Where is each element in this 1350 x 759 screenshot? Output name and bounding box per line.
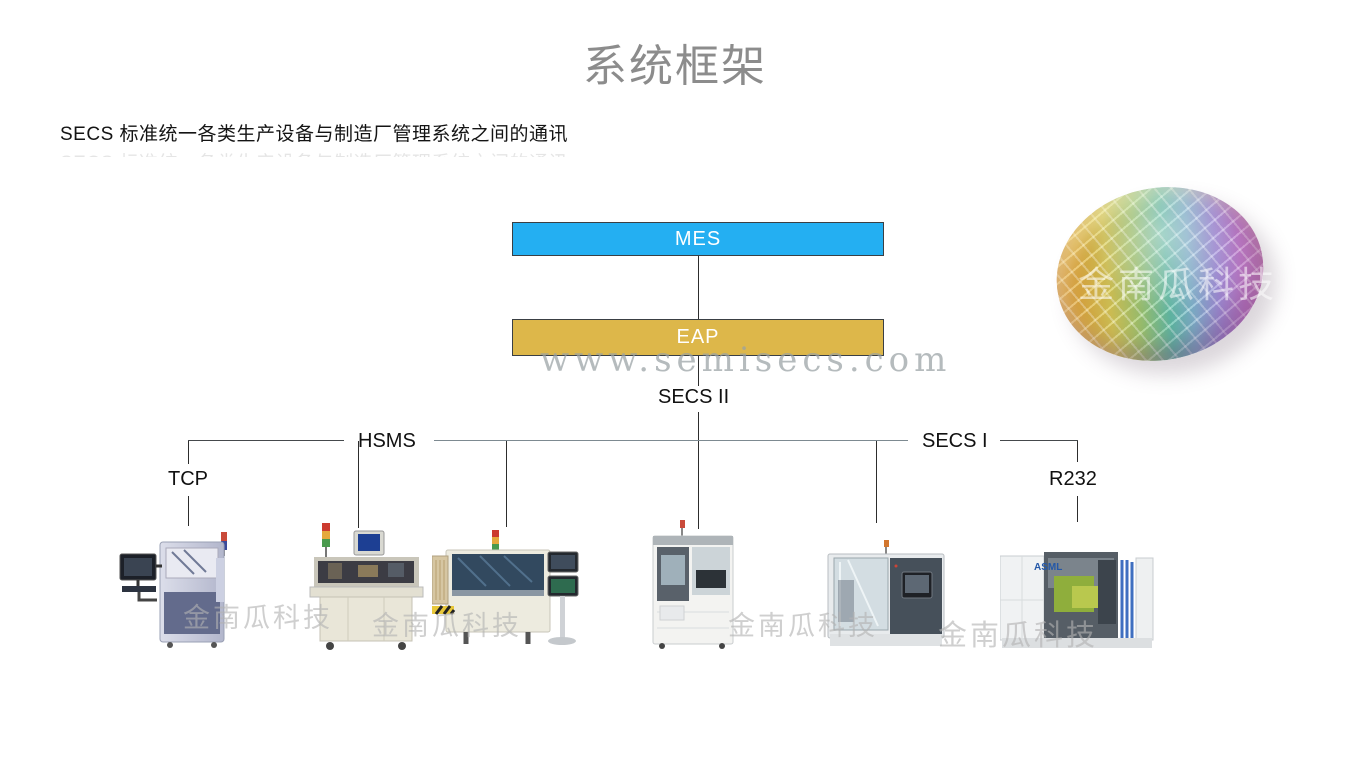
eap-label: EAP [676, 326, 720, 348]
label-tcp: TCP [168, 468, 208, 490]
equipment-photo-5 [826, 540, 946, 657]
connector-bus-r232 [1077, 441, 1078, 462]
prober-machine-icon [827, 540, 945, 646]
connector-eap-secs2 [698, 356, 699, 386]
connector-bus-equipment2 [358, 441, 359, 528]
connector-bus-equipment3 [506, 441, 507, 527]
connector-bus-tcp [188, 441, 189, 464]
equipment-photo-4 [650, 520, 736, 655]
handler-machine-icon [431, 530, 579, 645]
label-r232: R232 [1049, 468, 1097, 490]
wafer-brand-watermark: 金南瓜科技 [1078, 264, 1279, 305]
brand-watermark-4: 金南瓜科技 [938, 620, 1099, 652]
bus-line-middle [434, 440, 908, 441]
brand-watermark-2: 金南瓜科技 [372, 611, 522, 641]
connector-bus-equipment4 [698, 441, 699, 529]
connector-r232-equipment6 [1077, 496, 1078, 522]
equipment-photo-1 [118, 532, 265, 657]
mes-box: MES [512, 222, 884, 256]
equipment-photo-2 [308, 523, 425, 658]
bus-line-left [188, 440, 344, 441]
asml-logo: ASML [1034, 562, 1062, 573]
connector-mes-eap [698, 256, 699, 319]
label-secs2: SECS II [658, 386, 730, 408]
brand-watermark-3: 金南瓜科技 [728, 611, 878, 641]
bonder-machine-icon [309, 523, 424, 650]
metrology-cabinet-icon [652, 520, 734, 649]
page-title: 系统框架 [583, 42, 767, 91]
mes-label: MES [674, 227, 722, 250]
connector-bus-equipment5 [876, 441, 877, 523]
inspection-machine-icon [119, 532, 227, 648]
lithography-machine-icon: ASML [999, 552, 1154, 648]
connector-secs2-bus [698, 412, 699, 441]
bus-line-right [1000, 440, 1078, 441]
subtitle-text: SECS 标准统一各类生产设备与制造厂管理系统之间的通讯 [60, 124, 569, 145]
eap-box: EAP [512, 319, 884, 356]
label-secs1: SECS I [922, 430, 988, 452]
brand-watermark-1: 金南瓜科技 [183, 603, 333, 633]
equipment-photo-6: ASML [999, 548, 1155, 655]
subtitle-ghost-line: SECS 标准统一各类生产设备与制造厂管理系统之间的通讯 [60, 148, 568, 157]
label-hsms: HSMS [358, 430, 416, 452]
connector-tcp-equipment1 [188, 496, 189, 526]
site-watermark: www.semisecs.com [540, 340, 952, 380]
equipment-photo-3 [431, 530, 580, 657]
